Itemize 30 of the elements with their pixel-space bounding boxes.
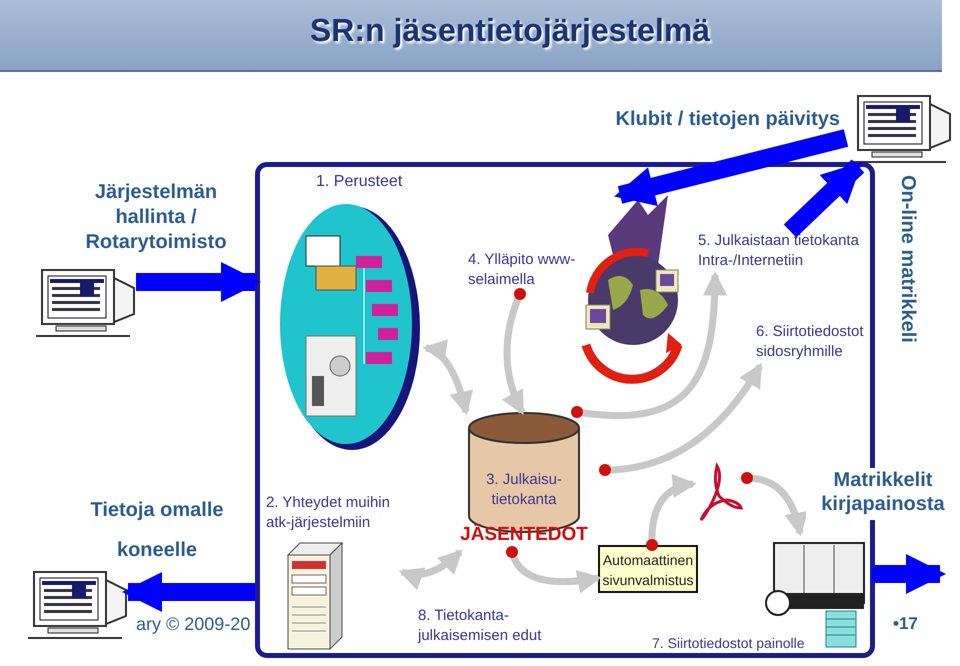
page-number: •17 [893,614,919,635]
step-text: 5. Julkaistaan tietokanta Intra-/Internetiin [698,231,860,271]
arrow [136,262,261,302]
step-text: 4. Ylläpito www-selaimella [468,250,576,290]
caption-text: 7. Siirtotiedostot painolle [652,634,806,653]
step-text: 6. Siirtotiedostot sidosryhmille [756,322,865,362]
arrow [872,554,946,594]
arrow [784,159,864,238]
node-heading: Klubit / tietojen päivitys [614,107,840,132]
note-text: 8. Tietokanta-julkaisemisen edut [418,606,542,646]
node-text: 3. Julkaisu-tietokanta [485,470,563,510]
side-label: On-line matrikkeli [896,175,920,345]
caption-text: 2. Yhteydet muihin atk-järjestelmiin [266,493,391,533]
arrow [614,129,848,206]
arrow [122,572,255,612]
slide-title: SR:n jäsentietojärjestelmä [308,12,712,50]
arrow [741,472,808,537]
node-heading: 1. Perusteet [316,172,404,192]
arrow [398,549,463,590]
arrow [502,288,526,416]
footer-text: ary © 2009-20 [136,614,252,636]
node-heading: Tietoja omalle koneelle [89,498,224,560]
arrow [506,546,602,594]
node-heading: Järjestelmän hallinta / Rotarytoimisto [84,180,228,255]
process-box: Automaattinen sivunvalmistus [598,545,698,593]
arrow [599,362,763,476]
arrow [571,271,727,419]
node-text: JÄSENTEDOT [459,524,589,547]
arrow [422,341,473,416]
arrow [646,475,697,551]
